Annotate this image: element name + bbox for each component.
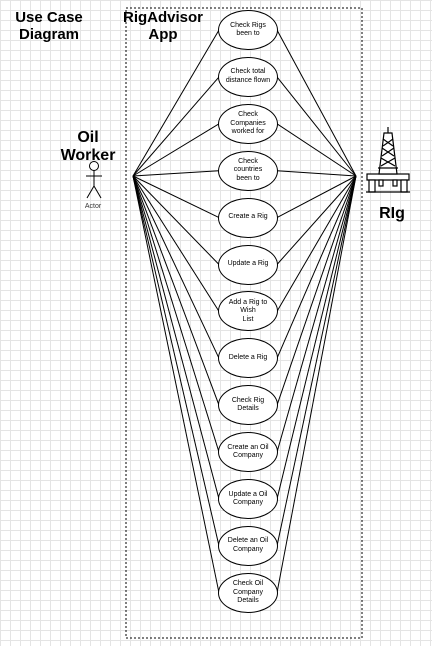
rig-association-4 [276,170,357,177]
rig-association-13 [276,175,357,593]
rig-association-5 [276,175,357,219]
oil-worker-association-3 [132,123,220,177]
oil-rig-icon [366,127,410,193]
rig-label: RIg [379,205,405,222]
use-case-2: Check total distance flown [218,56,278,97]
oil-worker-association-7 [132,175,220,312]
rig-association-3 [276,123,357,177]
oil-worker-association-4 [132,170,220,177]
system-boundary [125,7,363,639]
use-case-10: Create an Oil Company [218,432,278,473]
use-case-8: Delete a Rig [218,338,278,379]
rig-association-2 [276,76,357,177]
rig-association-6 [276,175,357,265]
oil-worker-actor-figure [86,161,102,199]
oil-worker-association-8 [132,175,220,359]
actor-caption: Actor [84,203,102,210]
diagram-heading: Use Case Diagram [15,9,83,43]
oil-worker-label: Oil Worker [60,129,116,164]
oil-worker-association-13 [132,175,220,593]
association-lines [132,29,357,593]
rig-association-8 [276,175,357,359]
use-case-12: Delete an Oil Company [218,525,278,566]
rig-association-10 [276,175,357,453]
oil-worker-association-11 [132,175,220,500]
rig-association-7 [276,175,357,312]
use-case-9: Check Rig Details [218,385,278,426]
use-case-11: Update a Oil Company [218,479,278,519]
use-case-6: Update a Rig [218,244,278,285]
rig-association-12 [276,175,357,547]
use-case-3: Check Companies worked for [218,103,278,144]
rig-association-9 [276,175,357,406]
use-case-1: Check Rigs been to [218,10,278,50]
use-case-7: Add a Rig to Wish List [218,291,278,332]
oil-worker-association-6 [132,175,220,265]
rig-association-1 [276,29,357,177]
oil-worker-association-9 [132,175,220,406]
oil-worker-association-12 [132,175,220,547]
use-case-13: Check Oil Company Details [218,572,278,613]
oil-worker-association-10 [132,175,220,453]
use-case-4: Check countries been to [218,150,278,191]
oil-worker-association-5 [132,175,220,219]
oil-worker-association-2 [132,76,220,177]
oil-worker-association-1 [132,29,220,177]
use-case-5: Create a Rig [218,197,278,238]
system-name: RigAdvisor App [122,9,203,43]
rig-association-11 [276,175,357,500]
